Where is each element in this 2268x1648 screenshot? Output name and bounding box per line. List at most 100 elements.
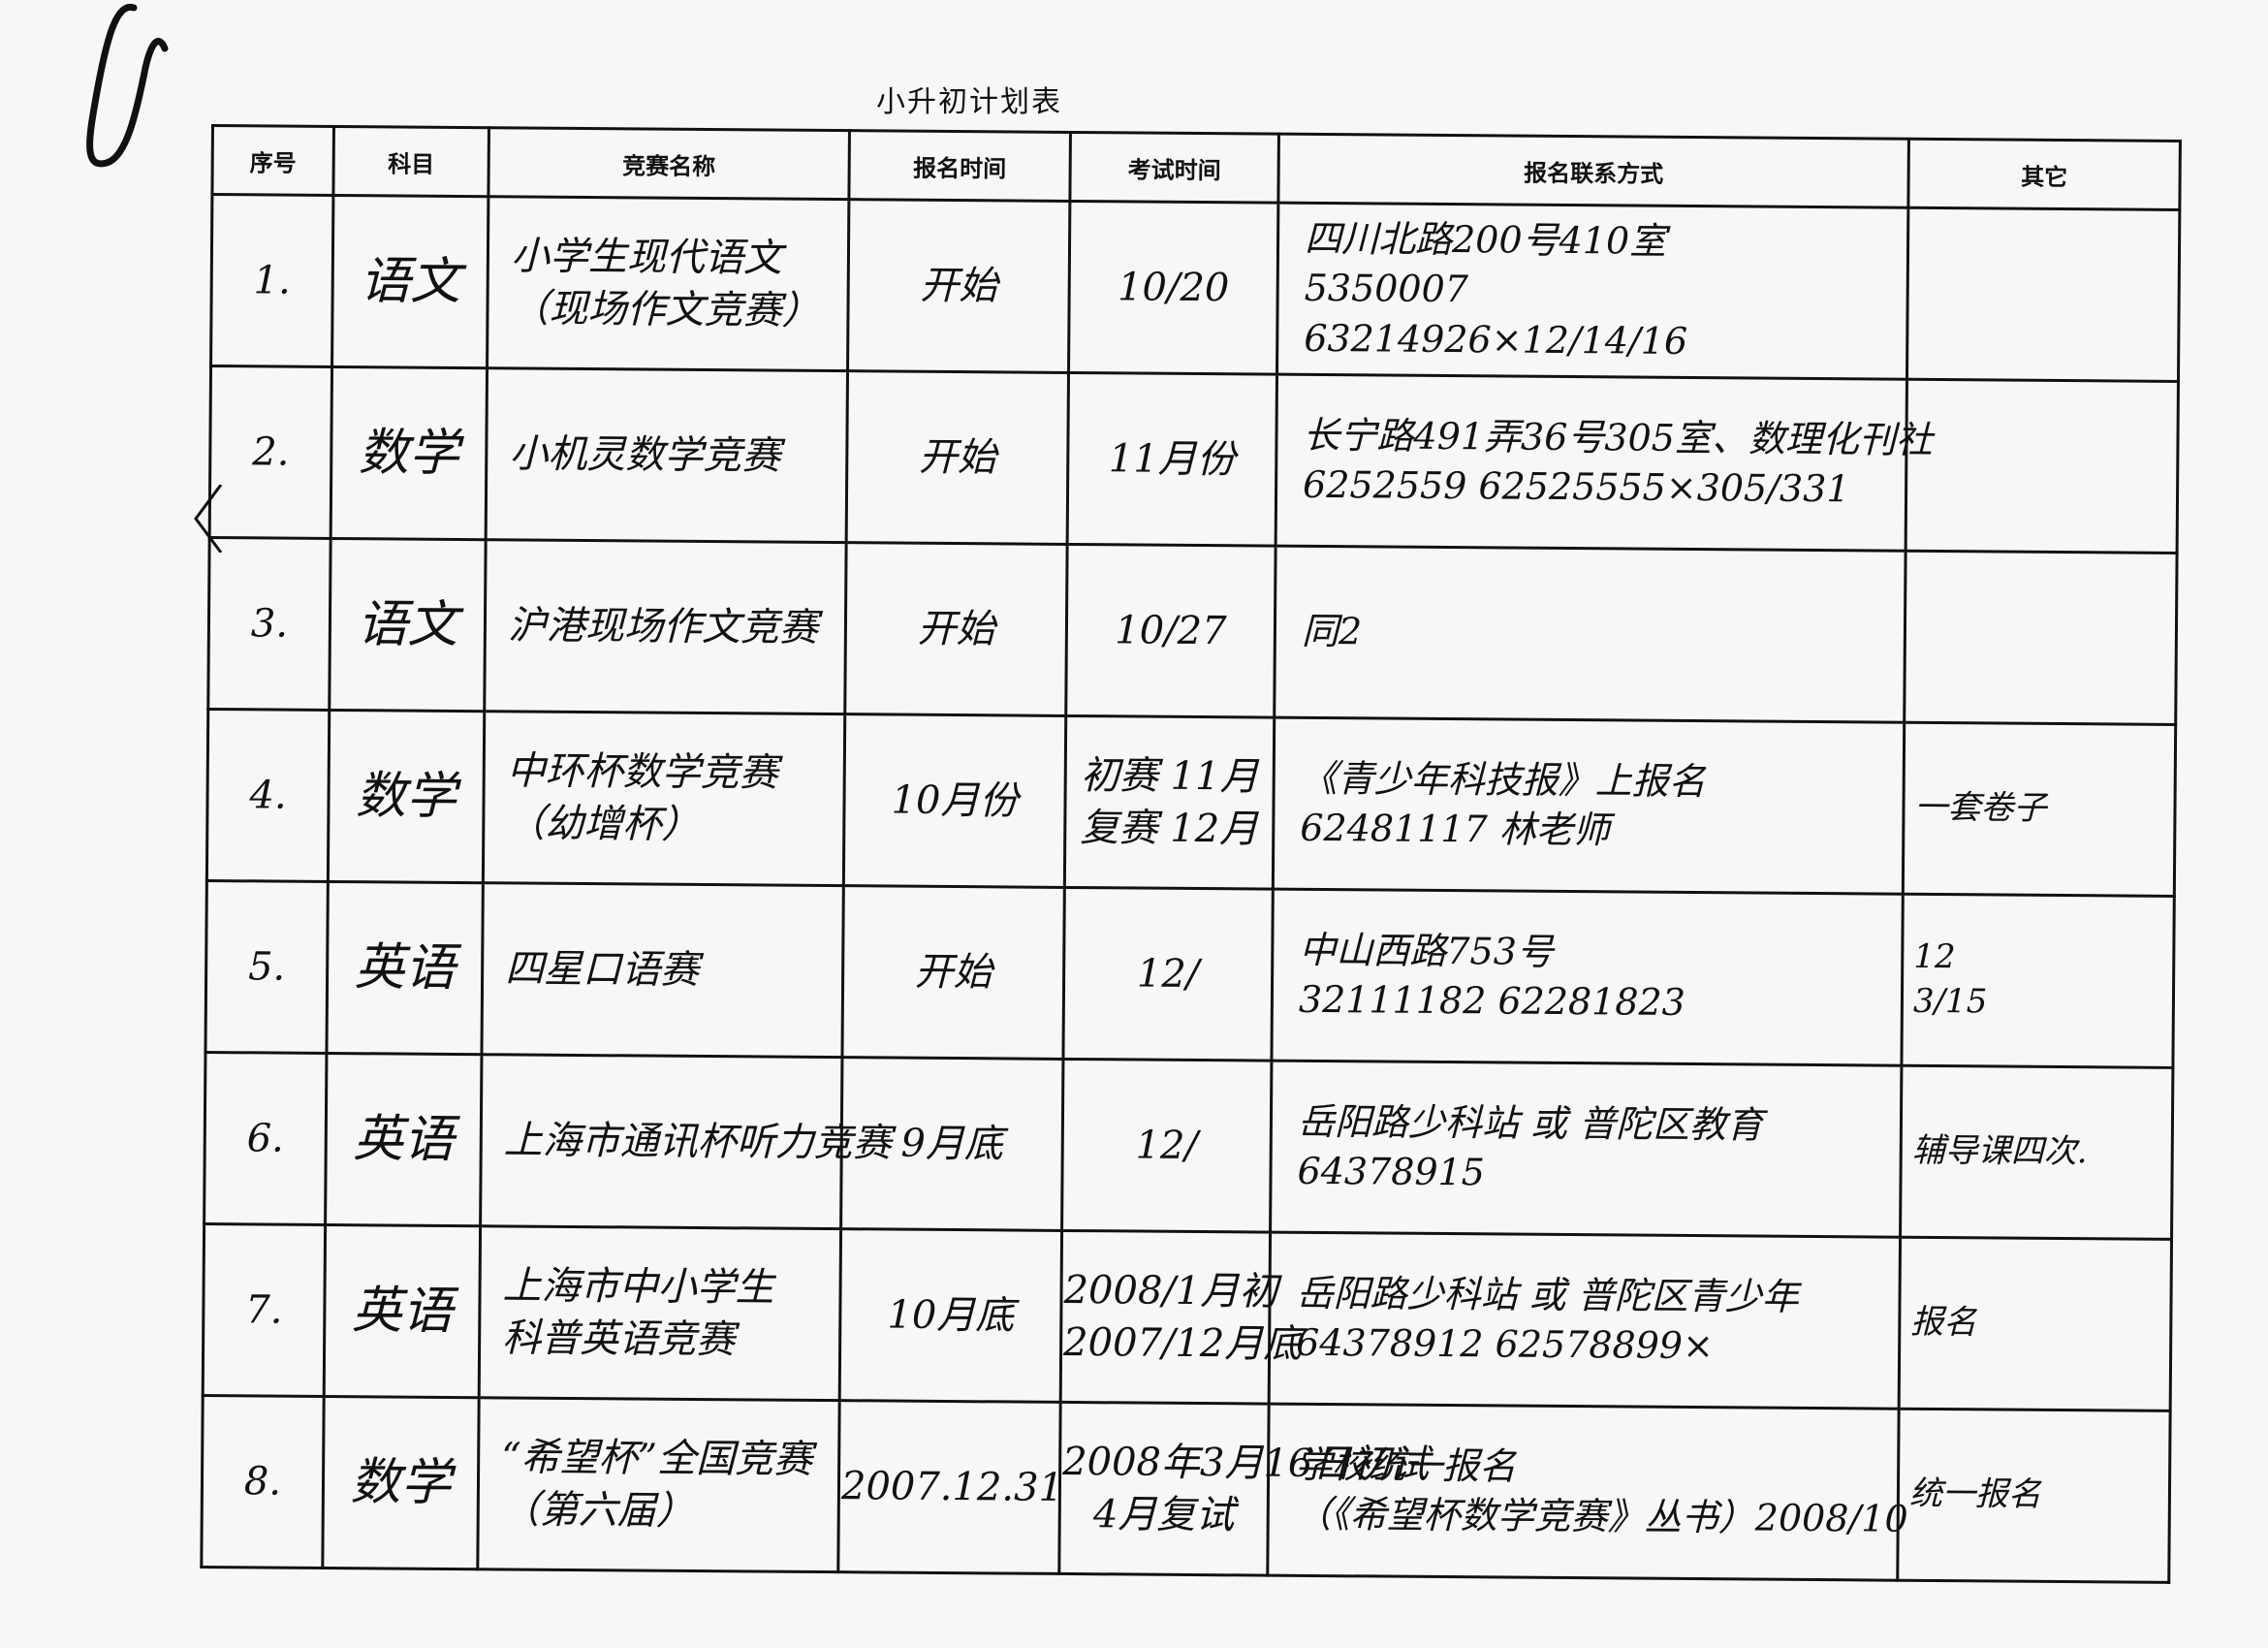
row-register-time-line: 10月底 xyxy=(887,1292,1015,1339)
row-competition-line: “希望杯”全国竞赛 xyxy=(501,1435,813,1482)
row-other: 一套卷子 xyxy=(1903,722,2176,897)
row-register-time-line: 开始 xyxy=(914,949,992,996)
row-contact-line: （《希望杯数学竞赛》丛书）2008/10 xyxy=(1294,1492,1908,1540)
row-index: 3. xyxy=(207,537,331,711)
row-exam-time: 11月份 xyxy=(1067,372,1277,547)
row-exam-time: 10/27 xyxy=(1065,544,1276,718)
row-register-time: 10月底 xyxy=(839,1228,1062,1403)
row-subject: 英语 xyxy=(326,881,484,1055)
row-other-line xyxy=(1917,465,2175,467)
row-competition-line: （现场作文竞赛） xyxy=(510,286,821,333)
header-subject: 科目 xyxy=(332,126,489,197)
row-other: 辅导课四次. xyxy=(1900,1065,2173,1240)
row-register-time-line: 开始 xyxy=(917,606,995,652)
row-contact-line: 《青少年科技报》上报名 xyxy=(1300,756,1706,803)
row-subject: 英语 xyxy=(325,1053,482,1226)
row-competition: 四星口语赛 xyxy=(481,882,844,1058)
table-row: 3.语文沪港现场作文竞赛 开始 10/27 同2 xyxy=(207,537,2178,725)
row-index: 8. xyxy=(201,1395,325,1569)
row-exam-time-line: 12/ xyxy=(1136,951,1200,998)
row-exam-time: 12/ xyxy=(1061,1059,1272,1233)
row-register-time: 开始 xyxy=(846,370,1069,545)
row-competition-line: 沪港现场作文竞赛 xyxy=(507,603,819,650)
row-competition-line: （第六届） xyxy=(500,1487,695,1534)
row-exam-time-line: 11月份 xyxy=(1108,436,1236,483)
row-index: 6. xyxy=(204,1052,327,1225)
row-contact-line: 长宁路491弄36号305室、数理化刊社 xyxy=(1303,413,1934,461)
row-register-time-line: 2007.12.31 xyxy=(840,1464,1064,1510)
header-index: 序号 xyxy=(211,125,334,196)
row-exam-time-line: 12/ xyxy=(1135,1123,1199,1169)
row-other-line: 报名 xyxy=(1910,1302,1977,1343)
row-index: 5. xyxy=(205,880,329,1054)
row-other-line xyxy=(1916,637,2174,639)
plan-table: 序号 科目 竞赛名称 报名时间 考试时间 报名联系方式 其它 1.语文小学生现代… xyxy=(200,124,2182,1584)
row-competition-line: 上海市中小学生 xyxy=(502,1263,774,1311)
row-competition-line: 四星口语赛 xyxy=(504,946,700,993)
header-competition: 竞赛名称 xyxy=(488,127,850,200)
row-contact-line: 学校统一报名 xyxy=(1295,1442,1517,1488)
row-contact-line: 中山西路753号 xyxy=(1299,928,1555,973)
row-register-time-line: 10月份 xyxy=(891,777,1019,824)
row-subject: 数学 xyxy=(322,1396,480,1569)
binding-notch-icon xyxy=(194,485,223,553)
row-competition-line: 上海市通讯杯听力竞赛 xyxy=(503,1118,892,1166)
row-exam-time-line: 10/27 xyxy=(1115,608,1227,654)
row-other-line: 辅导课四次. xyxy=(1911,1130,2088,1172)
row-contact-line: 岳阳路少科站 或 普陀区青少年 xyxy=(1296,1271,1799,1318)
row-subject: 语文 xyxy=(329,538,487,712)
row-competition: 沪港现场作文竞赛 xyxy=(484,539,847,714)
row-contact-line: 四川北路200号410室 xyxy=(1304,216,1667,263)
row-other: 统一报名 xyxy=(1897,1409,2171,1583)
row-competition-line: 小机灵数学竞赛 xyxy=(509,431,781,479)
row-competition-line: 中环杯数学竞赛 xyxy=(506,748,778,796)
row-register-time: 开始 xyxy=(841,885,1065,1060)
row-subject: 英语 xyxy=(324,1224,481,1398)
row-exam-time: 初赛 11月复赛 12月 xyxy=(1064,715,1275,890)
row-competition: “希望杯”全国竞赛 （第六届） xyxy=(477,1397,840,1572)
row-other-line xyxy=(1919,294,2177,296)
row-contact: 同2 xyxy=(1274,546,1906,723)
row-exam-time-line: 10/20 xyxy=(1117,265,1230,311)
row-other xyxy=(1904,551,2178,725)
row-contact-line: 同2 xyxy=(1301,610,1363,653)
row-contact-line: 63214926×12/14/16 xyxy=(1304,316,1688,363)
page-title: 小升初计划表 xyxy=(876,85,1062,119)
row-register-time: 开始 xyxy=(844,542,1068,716)
row-other-line: 统一报名 xyxy=(1908,1474,2042,1514)
row-other: 报名 xyxy=(1899,1237,2172,1411)
row-index: 7. xyxy=(203,1223,326,1397)
plan-table-wrapper: 序号 科目 竞赛名称 报名时间 考试时间 报名联系方式 其它 1.语文小学生现代… xyxy=(201,124,2181,1583)
row-exam-time-line: 4月复试 xyxy=(1092,1492,1235,1538)
header-exam-time: 考试时间 xyxy=(1069,132,1279,204)
row-other xyxy=(1906,379,2179,554)
row-competition: 小学生现代语文 （现场作文竞赛） xyxy=(487,196,849,371)
row-contact-line: 64378912 62578899× xyxy=(1295,1320,1715,1368)
row-exam-time-line: 2008年3月16日初试 xyxy=(1062,1439,1430,1487)
row-exam-time: 12/ xyxy=(1062,887,1274,1062)
row-index: 4. xyxy=(206,709,330,882)
row-subject: 数学 xyxy=(331,366,488,540)
row-other xyxy=(1906,207,2180,382)
row-competition: 上海市中小学生科普英语竞赛 xyxy=(479,1225,841,1401)
row-contact-line: 岳阳路少科站 或 普陀区教育 xyxy=(1297,1099,1764,1147)
header-contact: 报名联系方式 xyxy=(1277,134,1909,208)
row-index: 2. xyxy=(209,365,332,539)
row-competition-line: （幼增杯） xyxy=(506,801,701,847)
row-subject: 数学 xyxy=(328,710,485,883)
row-competition-line: 小学生现代语文 xyxy=(510,234,783,281)
row-exam-time-line: 复赛 12月 xyxy=(1080,806,1259,852)
row-contact-line: 62481117 林老师 xyxy=(1300,806,1610,852)
